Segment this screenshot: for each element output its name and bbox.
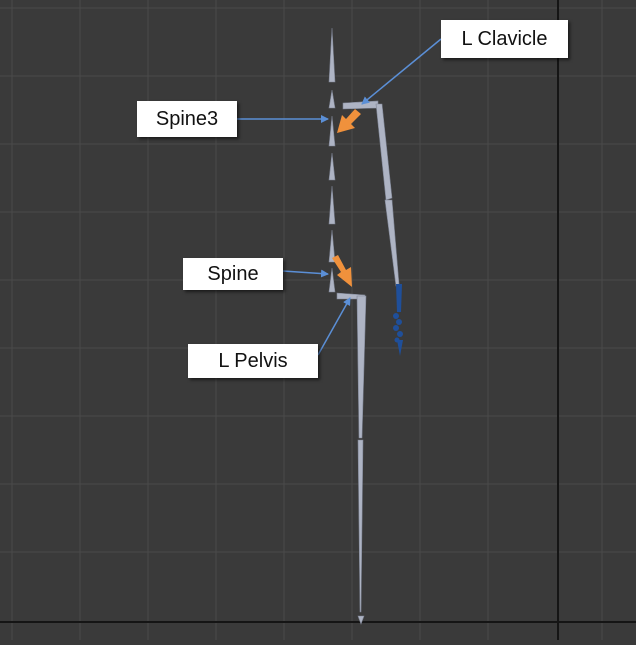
- bone-l-forearm: [384, 199, 400, 287]
- bone-spine3: [328, 115, 336, 147]
- highlight-arrows: [332, 109, 361, 287]
- bone-l-upperarm: [375, 103, 393, 201]
- l-clavicle-label: L Clavicle: [441, 20, 568, 58]
- bone-spine: [328, 267, 336, 293]
- callout-arrows: [237, 38, 442, 356]
- bone-head: [328, 27, 336, 83]
- spine-chain: [328, 27, 336, 293]
- bone-l-foot: [357, 615, 365, 625]
- callout-arrow-l-clavicle: [361, 38, 442, 105]
- bone-spine2b: [328, 185, 336, 225]
- spine-highlight-arrow: [332, 255, 352, 287]
- bone-spine2: [328, 152, 336, 181]
- spine3-label: Spine3: [137, 101, 237, 137]
- bone-l-thigh: [356, 295, 367, 439]
- bone-l-clavicle: [342, 100, 379, 110]
- callout-arrow-l-pelvis: [317, 297, 351, 356]
- left-leg-chain: [336, 292, 367, 625]
- callout-arrow-spine: [282, 269, 329, 278]
- bone-neck: [328, 89, 336, 109]
- l-pelvis-label: L Pelvis: [188, 344, 318, 378]
- spine-label: Spine: [183, 258, 283, 290]
- bone-spine1: [328, 229, 336, 263]
- bone-l-calf: [357, 439, 364, 613]
- left-hand: [393, 284, 403, 356]
- spine3-highlight-arrow: [337, 109, 361, 133]
